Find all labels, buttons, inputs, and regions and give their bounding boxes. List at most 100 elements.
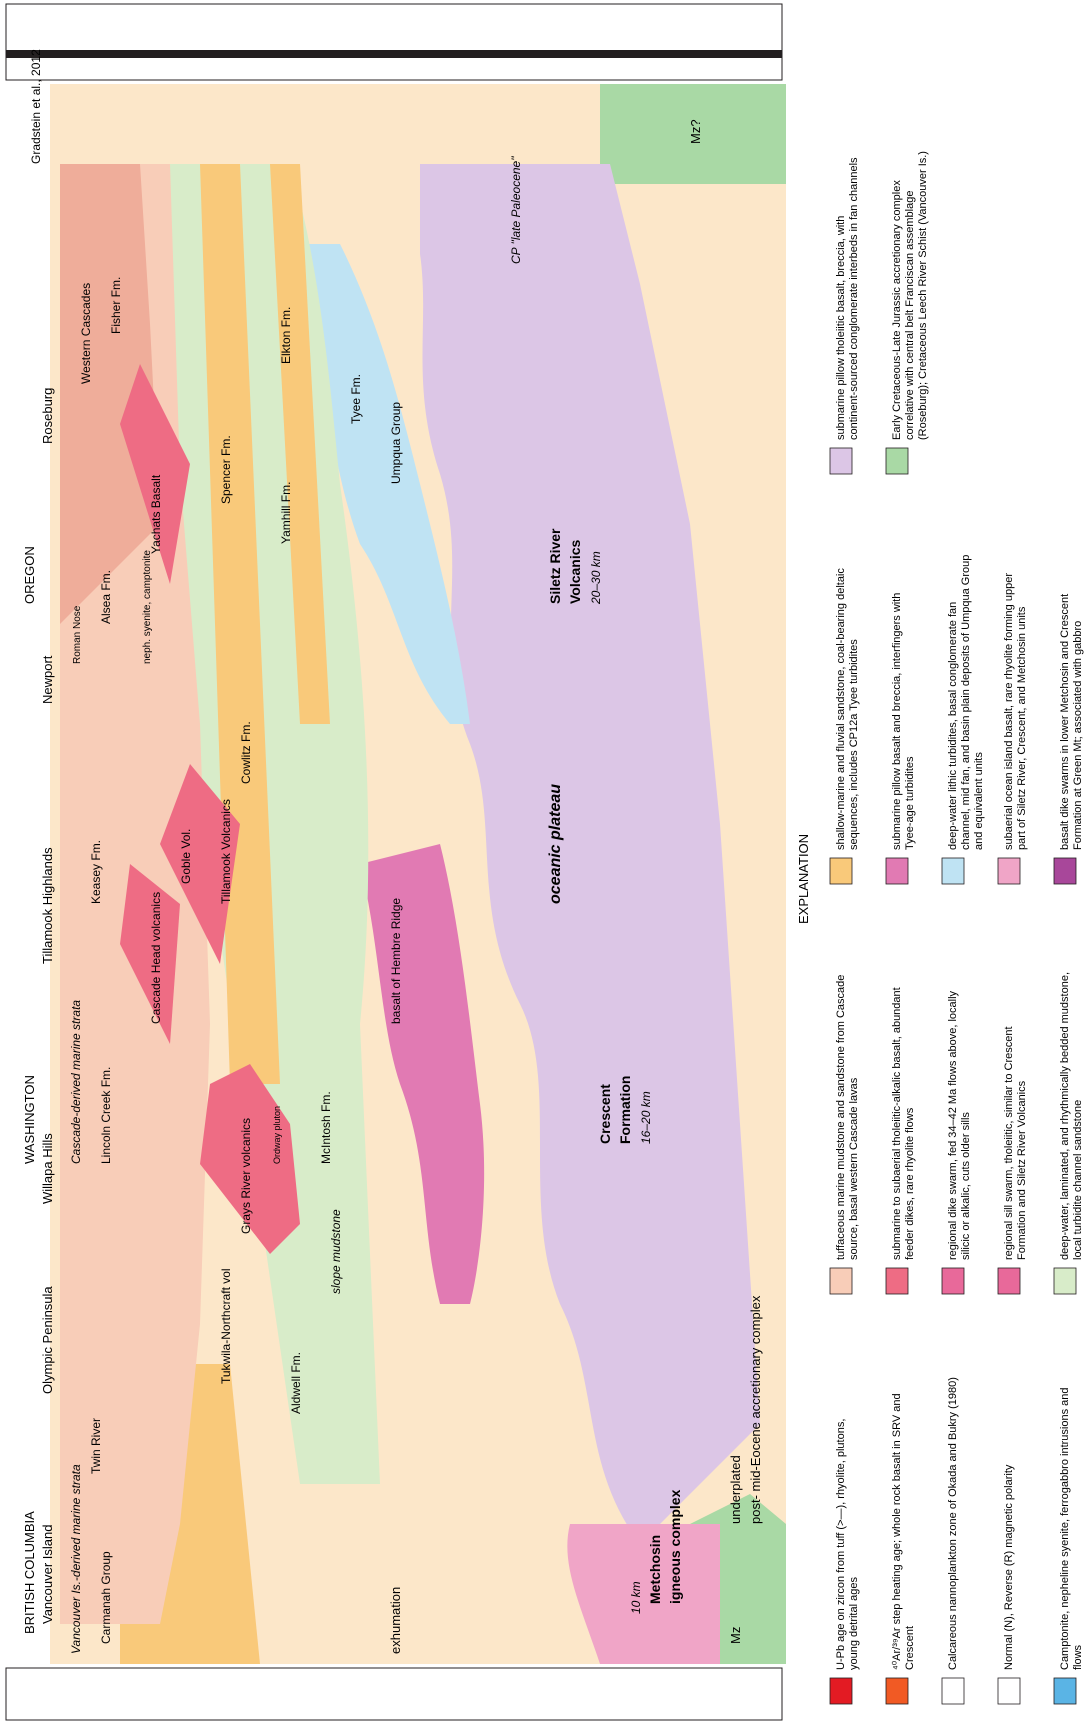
legend-text: Calcareous nannoplankton zone of Okada a… (947, 1377, 959, 1670)
metchosin-ocean-island-basalt (567, 1524, 720, 1664)
unit-neph: neph. syenite, camptonite (142, 550, 153, 664)
legend-swatch (1053, 1267, 1077, 1295)
unit-volcanics: Volcanics (567, 539, 583, 604)
explanation-title: EXPLANATION (796, 834, 811, 924)
western-cascades (60, 164, 160, 624)
unit-carmanah: Carmanah Group (99, 1551, 113, 1644)
grays-river-volcanics (200, 1064, 300, 1254)
unit-roman-nose: Roman Nose (72, 605, 83, 664)
cowlitz-strata (200, 164, 280, 1084)
legend-text: submarine to subaerial tholeiitic-alkali… (891, 987, 916, 1260)
yachats-basalt (120, 364, 190, 584)
unit-yachats: Yachats Basalt (149, 474, 163, 554)
unit-vi-derived: Vancouver Is.-derived marine strata (69, 1464, 83, 1654)
tillamook-volcanics (160, 764, 240, 964)
unit-siletz-thk: 20–30 km (589, 551, 603, 605)
area-3: Tillamook Highlands (40, 847, 55, 964)
unit-tillamook-volc: Tillamook Volcanics (219, 799, 233, 904)
legend: U-Pb age on zircon from tuff (>—), rhyol… (829, 151, 1084, 1705)
unit-yamhill: Yamhill Fm. (279, 482, 293, 544)
unit-crescent-thk: 16–20 km (639, 1091, 653, 1144)
unit-crescent: Crescent (597, 1084, 613, 1144)
unit-tukwila: Tukwila-Northcraft vol (219, 1268, 233, 1384)
unit-formation: Formation (617, 1076, 633, 1144)
unit-mz: Mz (728, 1627, 743, 1644)
legend-swatch (829, 857, 853, 885)
legend-swatch (829, 1267, 853, 1295)
legend-text: deep-water, laminated, and rhythmically … (1059, 972, 1084, 1260)
legend-text: U-Pb age on zircon from tuff (>—), rhyol… (835, 1419, 860, 1670)
legend-text: deep-water lithic turbidites, basal cong… (947, 555, 985, 850)
legend-text: Camptonite, nepheline syenite, ferrogabb… (1059, 1387, 1084, 1670)
region-bc: BRITISH COLUMBIA (22, 1511, 37, 1634)
unit-ordway: Ordway pluton (272, 1106, 282, 1164)
legend-text: Normal (N), Reverse (R) magnetic polarit… (1003, 1464, 1015, 1670)
legend-text: submarine pillow basalt and breccia, int… (891, 593, 916, 850)
unit-twin-river: Twin River (89, 1418, 103, 1474)
legend-text: basalt dike swarms in lower Metchosin an… (1059, 594, 1084, 850)
area-2: Willapa Hills (40, 1133, 55, 1204)
legend-swatch (1053, 1677, 1077, 1705)
area-1: Olympic Peninsula (40, 1286, 55, 1394)
unit-oceanic: oceanic plateau (547, 784, 564, 904)
unit-mcintosh: McIntosh Fm. (319, 1091, 333, 1164)
legend-text: regional sill swarm, tholeiitic, similar… (1003, 1026, 1028, 1260)
legend-swatch (829, 1677, 853, 1705)
unit-mzq: Mz? (688, 119, 703, 144)
legend-text: tuffaceous marine mudstone and sandstone… (835, 975, 860, 1260)
region-or: OREGON (22, 546, 37, 604)
legend-text: ⁴⁰Ar/³⁹Ar step heating age; whole rock b… (891, 1393, 916, 1670)
unit-grays-river: Grays River volcanics (239, 1118, 253, 1234)
unit-western-cascades: Western Cascades (79, 283, 93, 384)
legend-text: subaerial ocean island basalt, rare rhyo… (1003, 573, 1028, 850)
unit-spencer: Spencer Fm. (219, 435, 233, 504)
unit-goble: Goble Vol. (179, 829, 193, 884)
legend-swatch (941, 1677, 965, 1705)
credit: Gradstein et al., 2012 (29, 49, 43, 164)
legend-swatch (997, 1677, 1021, 1705)
unit-keasey: Keasey Fm. (89, 840, 103, 904)
unit-igneous: igneous complex (667, 1489, 683, 1604)
legend-swatch (997, 1267, 1021, 1295)
unit-aldwell: Aldwell Fm. (289, 1352, 303, 1414)
left-scale (5, 1667, 783, 1721)
unit-hembre: basalt of Hembre Ridge (389, 898, 403, 1024)
unit-cp-late-paleocene: CP "late Paleocene" (509, 156, 523, 264)
unit-umpqua: Umpqua Group (389, 402, 403, 484)
legend-text: submarine pillow tholeiitic basalt, brec… (835, 157, 860, 440)
unit-accretionary: post- mid-Eocene accretionary complex (748, 1295, 763, 1524)
mz-block-east (600, 84, 786, 184)
right-scale (5, 3, 783, 81)
unit-underplated: underplated (728, 1455, 743, 1524)
unit-slope: slope mudstone (329, 1209, 343, 1294)
unit-lincoln-creek: Lincoln Creek Fm. (99, 1067, 113, 1164)
unit-metchosin: Metchosin (647, 1535, 663, 1604)
polarity-column-right (6, 50, 782, 58)
umpqua-turbidites (300, 244, 470, 724)
legend-swatch (885, 857, 909, 885)
oceanic-plateau (420, 164, 760, 1544)
area-0: Vancouver Island (40, 1525, 55, 1625)
unit-exhumation: exhumation (388, 1587, 403, 1654)
unit-fisher: Fisher Fm. (109, 277, 123, 334)
legend-swatch (941, 857, 965, 885)
legend-swatch (885, 1267, 909, 1295)
unit-alsea: Alsea Fm. (99, 570, 113, 624)
area-4: Newport (40, 655, 55, 704)
legend-swatch (941, 1267, 965, 1295)
unit-cowlitz: Cowlitz Fm. (239, 721, 253, 784)
legend-text: shallow-marine and fluvial sandstone, co… (835, 568, 860, 850)
unit-metchosin-thk: 10 km (629, 1581, 643, 1614)
legend-swatch (885, 447, 909, 475)
legend-swatch (885, 1677, 909, 1705)
unit-siletz: Siletz River (547, 528, 563, 604)
unit-elkton: Elkton Fm. (279, 307, 293, 364)
cascade-head-volcanics (120, 864, 180, 1044)
legend-swatch (997, 857, 1021, 885)
tyee-strata (270, 164, 330, 724)
unit-cascade-head: Cascade Head volcanics (149, 892, 163, 1024)
hembre-pillow-basalt (360, 844, 485, 1304)
